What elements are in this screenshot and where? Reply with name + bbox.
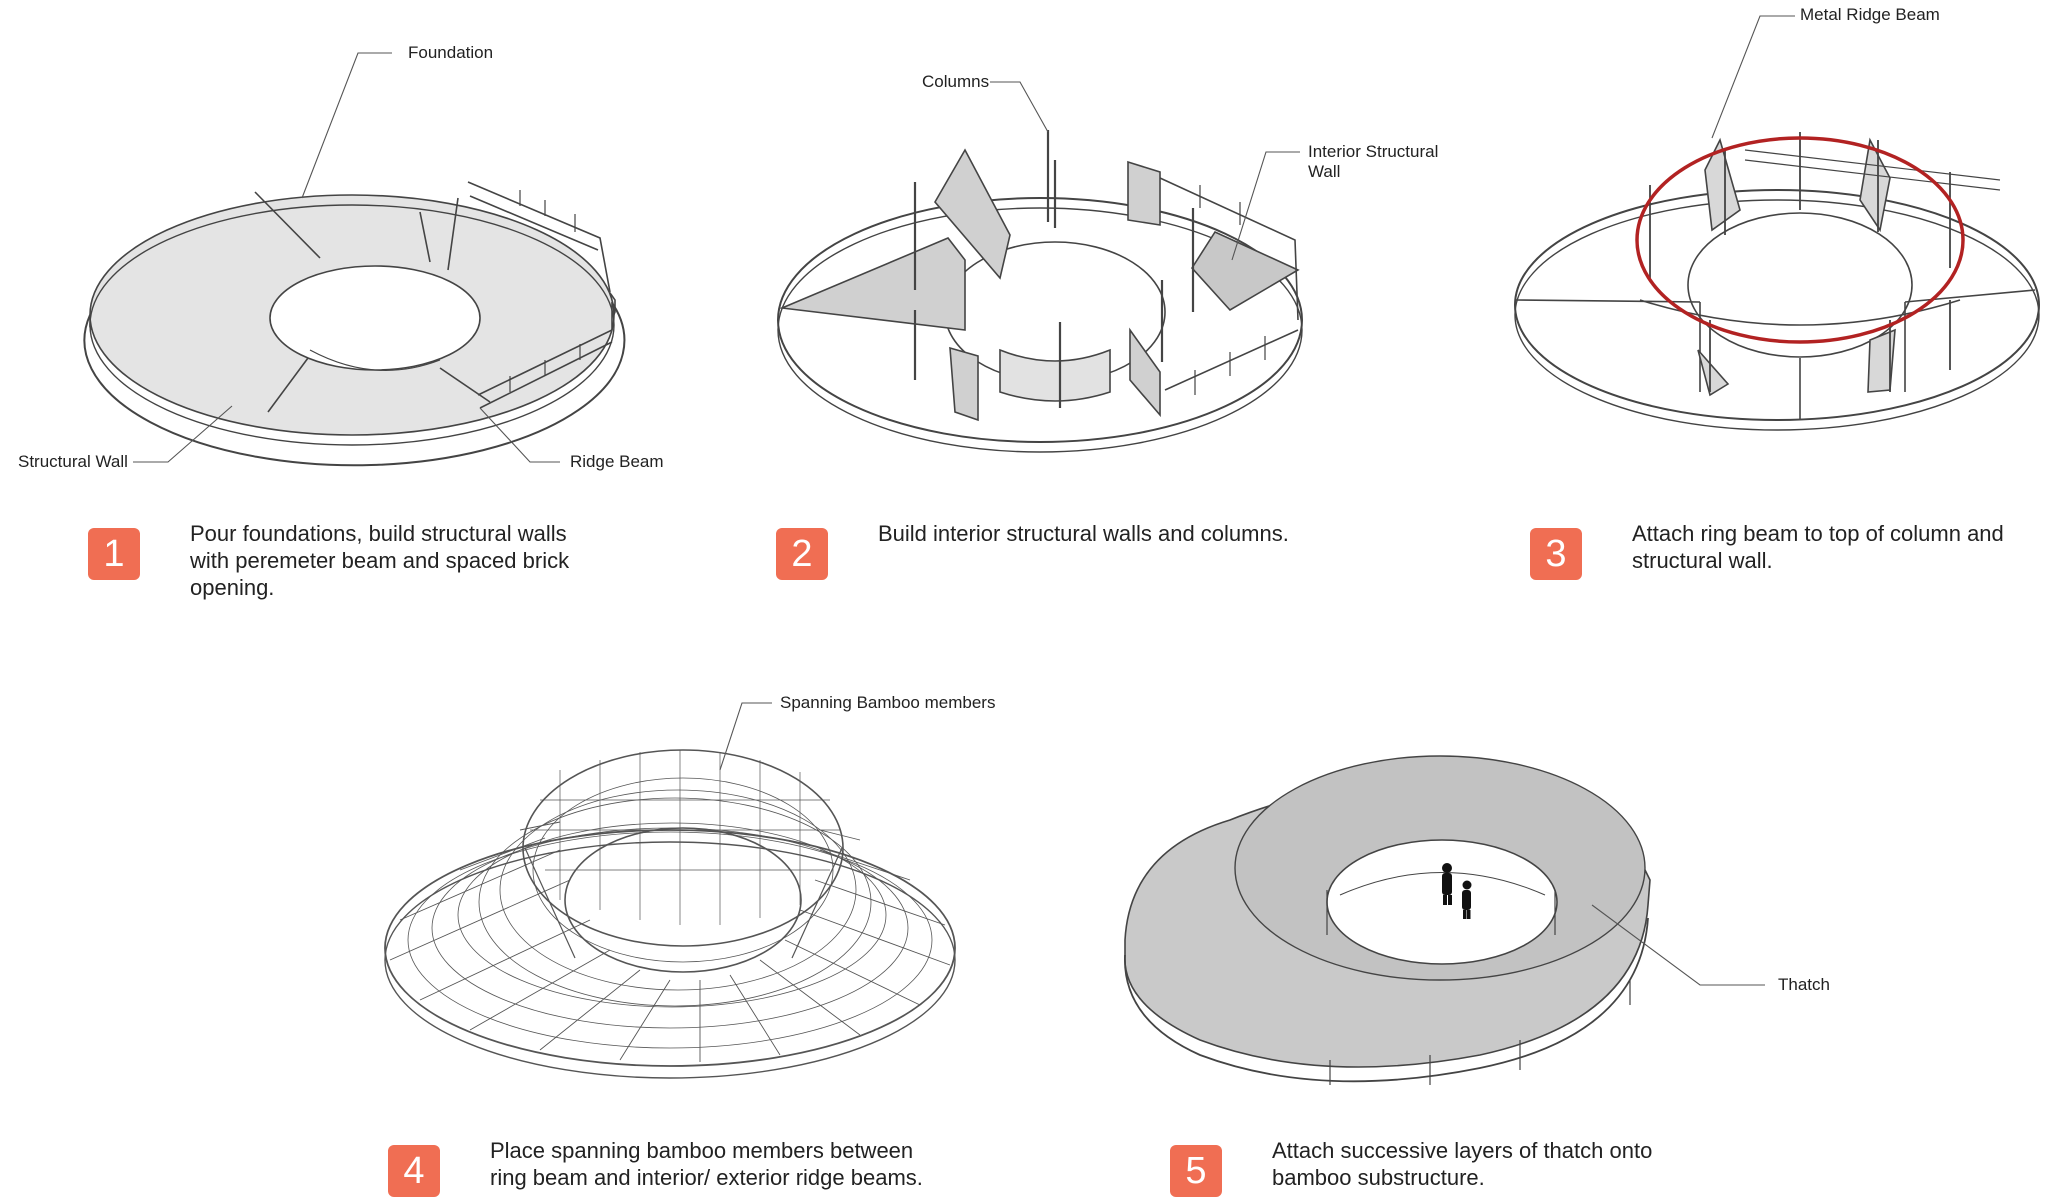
step-5-line-1: Attach successive layers of thatch onto [1272, 1138, 1653, 1163]
diagram-1-leaders [133, 52, 560, 463]
metal-ridge-beam-ring [1635, 136, 1965, 344]
label-structural-wall: Structural Wall [18, 452, 128, 471]
diagram-2-leaders [990, 81, 1300, 261]
step-5-text: Attach successive layers of thatch onto … [1272, 1137, 1652, 1191]
step-3-line-1: Attach ring beam to top of column and [1632, 521, 2004, 546]
label-metal-ridge-beam: Metal Ridge Beam [1800, 5, 1940, 24]
label-ridge-beam: Ridge Beam [570, 452, 664, 471]
step-4-badge: 4 [388, 1145, 440, 1197]
step-3-text: Attach ring beam to top of column and st… [1632, 520, 2004, 574]
step-1-line-3: opening. [190, 575, 275, 600]
diagram-4-leaders [719, 702, 772, 771]
step-4-line-2: ring beam and interior/ exterior ridge b… [490, 1165, 923, 1190]
label-interior-wall-line-1: Interior Structural [1308, 142, 1439, 161]
label-interior-wall-line-2: Wall [1308, 162, 1341, 181]
step-2-badge: 2 [776, 528, 828, 580]
diagram-5-thatch-roof [1124, 755, 1651, 1085]
label-bamboo-members: Spanning Bamboo members [780, 693, 996, 712]
label-thatch: Thatch [1778, 975, 1830, 994]
people-silhouette-icon [1442, 863, 1472, 919]
label-foundation: Foundation [408, 43, 494, 62]
diagram-4-bamboo-structure [384, 749, 956, 1079]
diagram-1-foundation [83, 181, 626, 467]
step-5-line-2: bamboo substructure. [1272, 1165, 1485, 1190]
diagram-5-leaders [1591, 904, 1765, 986]
step-1-line-2: with peremeter beam and spaced brick [190, 548, 570, 573]
step-2-line-1: Build interior structural walls and colu… [878, 521, 1289, 546]
step-4-line-1: Place spanning bamboo members between [490, 1138, 914, 1163]
step-1-line-1: Pour foundations, build structural walls [190, 521, 567, 546]
step-3-line-2: structural wall. [1632, 548, 1773, 573]
step-5-badge: 5 [1170, 1145, 1222, 1197]
step-1-badge: 1 [88, 528, 140, 580]
step-4-text: Place spanning bamboo members between ri… [490, 1137, 923, 1191]
step-1-text: Pour foundations, build structural walls… [190, 520, 569, 601]
diagram-3-ring-beam [1514, 132, 2040, 431]
label-columns: Columns [922, 72, 990, 91]
step-2-text: Build interior structural walls and colu… [878, 520, 1289, 547]
step-3-badge: 3 [1530, 528, 1582, 580]
diagram-2-interior-walls [777, 130, 1303, 453]
diagram-3-leaders [1711, 15, 1795, 139]
